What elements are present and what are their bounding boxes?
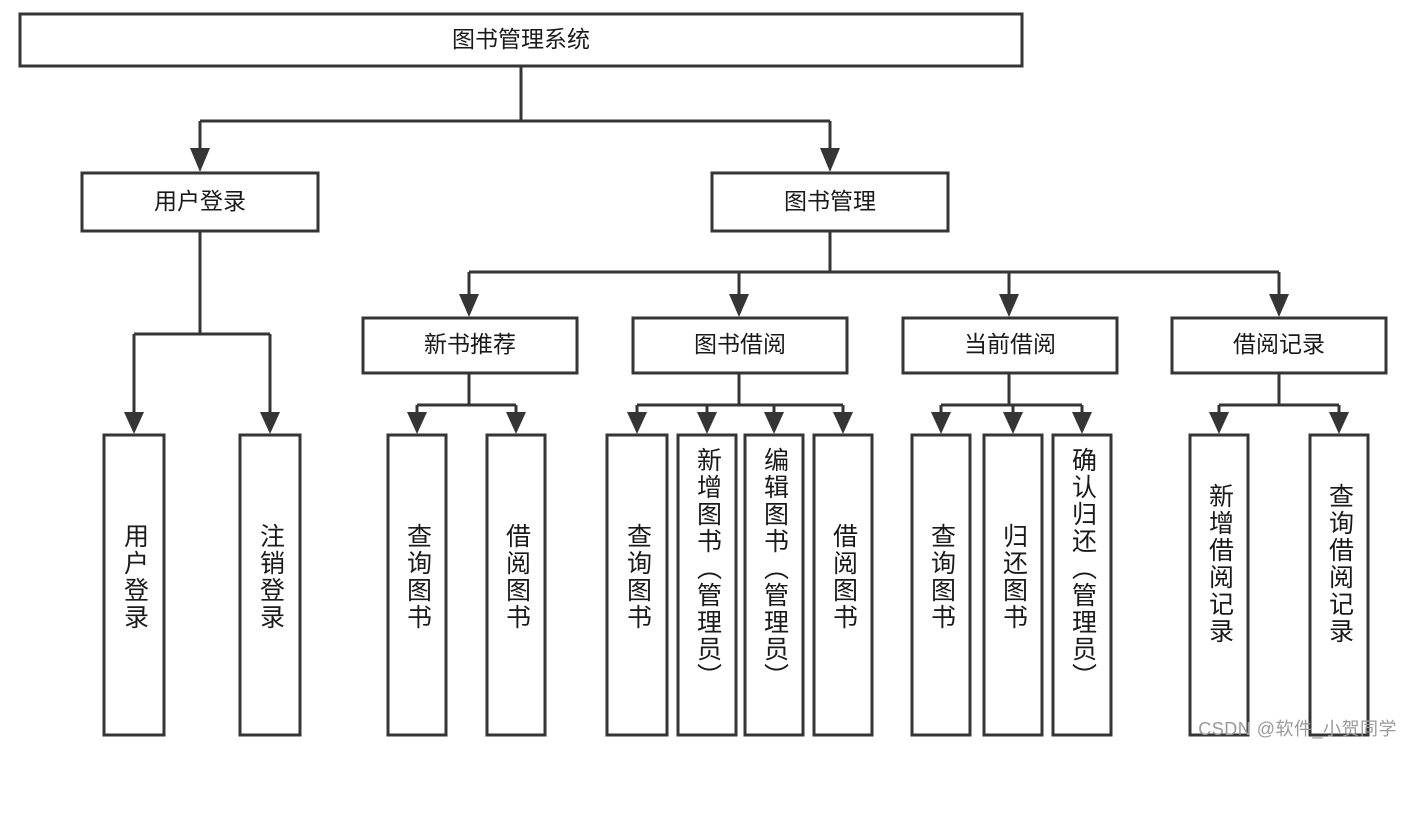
node-new-book-rec[interactable]: 新书推荐 bbox=[361, 316, 579, 375]
node-leaf-user-login-box[interactable] bbox=[102, 433, 166, 737]
node-leaf-add-book-box[interactable] bbox=[676, 433, 738, 737]
node-current-borrow-box[interactable] bbox=[901, 316, 1119, 375]
connector-user-login-to-leaves bbox=[124, 231, 280, 434]
connector-current-borrow-to-leaves bbox=[931, 373, 1092, 434]
node-borrow-record-label: 借阅记录 bbox=[1233, 331, 1325, 357]
arrow-head-icon bbox=[764, 412, 784, 434]
arrow-head-icon bbox=[820, 148, 840, 172]
node-leaf-confirm-return-box[interactable] bbox=[1051, 433, 1113, 737]
connector-new-book-rec-to-leaves bbox=[407, 373, 526, 434]
node-borrow-record-box[interactable] bbox=[1170, 316, 1388, 375]
node-leaf-query-book-2-box[interactable] bbox=[605, 433, 669, 737]
arrow-head-icon bbox=[697, 412, 717, 434]
node-new-book-rec-box[interactable] bbox=[361, 316, 579, 375]
node-user-login-label: 用户登录 bbox=[154, 188, 246, 214]
node-book-manage[interactable]: 图书管理 bbox=[710, 171, 950, 233]
arrow-head-icon bbox=[833, 412, 853, 434]
node-new-book-rec-label: 新书推荐 bbox=[424, 331, 516, 357]
node-leaf-borrow-book-2-box[interactable] bbox=[812, 433, 874, 737]
arrow-head-icon bbox=[729, 294, 749, 317]
node-leaf-borrow-book-1-box[interactable] bbox=[485, 433, 547, 737]
node-leaf-query-book-1-box[interactable] bbox=[386, 433, 448, 737]
connector-book-manage-to-level3 bbox=[459, 231, 1289, 317]
arrow-head-icon bbox=[1269, 294, 1289, 317]
node-current-borrow-label: 当前借阅 bbox=[964, 331, 1056, 357]
diagram-canvas: 图书管理系统 用户登录 图书管理 新书推荐 图书借阅 当前借阅 借阅记录 bbox=[18, 12, 1397, 739]
node-leaf-return-book-box[interactable] bbox=[982, 433, 1044, 737]
arrow-head-icon bbox=[190, 148, 210, 172]
arrow-head-icon bbox=[931, 412, 951, 434]
node-root[interactable]: 图书管理系统 bbox=[18, 12, 1024, 68]
leaf-boxes bbox=[102, 433, 1370, 737]
node-leaf-query-book-3-box[interactable] bbox=[910, 433, 972, 737]
node-book-borrow[interactable]: 图书借阅 bbox=[631, 316, 849, 375]
node-root-label: 图书管理系统 bbox=[452, 26, 590, 52]
arrow-head-icon bbox=[506, 412, 526, 434]
connector-book-borrow-to-leaves bbox=[627, 373, 853, 434]
node-leaf-edit-book-box[interactable] bbox=[743, 433, 805, 737]
arrow-head-icon bbox=[999, 294, 1019, 317]
node-leaf-query-record-box[interactable] bbox=[1308, 433, 1370, 737]
connector-root-to-level2 bbox=[190, 66, 840, 172]
node-book-borrow-box[interactable] bbox=[631, 316, 849, 375]
node-leaf-logout-box[interactable] bbox=[238, 433, 302, 737]
connector-borrow-record-to-leaves bbox=[1209, 373, 1349, 434]
node-book-manage-box[interactable] bbox=[710, 171, 950, 233]
node-current-borrow[interactable]: 当前借阅 bbox=[901, 316, 1119, 375]
node-leaf-add-record-box[interactable] bbox=[1188, 433, 1250, 737]
node-root-box[interactable] bbox=[18, 12, 1024, 68]
node-user-login-box[interactable] bbox=[80, 171, 320, 233]
arrow-head-icon bbox=[124, 412, 144, 434]
arrow-head-icon bbox=[260, 412, 280, 434]
node-user-login[interactable]: 用户登录 bbox=[80, 171, 320, 233]
arrow-head-icon bbox=[627, 412, 647, 434]
arrow-head-icon bbox=[1072, 412, 1092, 434]
arrow-head-icon bbox=[1329, 412, 1349, 434]
tree-diagram-svg: 图书管理系统 用户登录 图书管理 新书推荐 图书借阅 当前借阅 借阅记录 bbox=[18, 12, 1388, 737]
arrow-head-icon bbox=[407, 412, 427, 434]
arrow-head-icon bbox=[1003, 412, 1023, 434]
node-borrow-record[interactable]: 借阅记录 bbox=[1170, 316, 1388, 375]
node-book-manage-label: 图书管理 bbox=[784, 188, 876, 214]
node-book-borrow-label: 图书借阅 bbox=[694, 331, 786, 357]
arrow-head-icon bbox=[1209, 412, 1229, 434]
arrow-head-icon bbox=[459, 294, 479, 317]
